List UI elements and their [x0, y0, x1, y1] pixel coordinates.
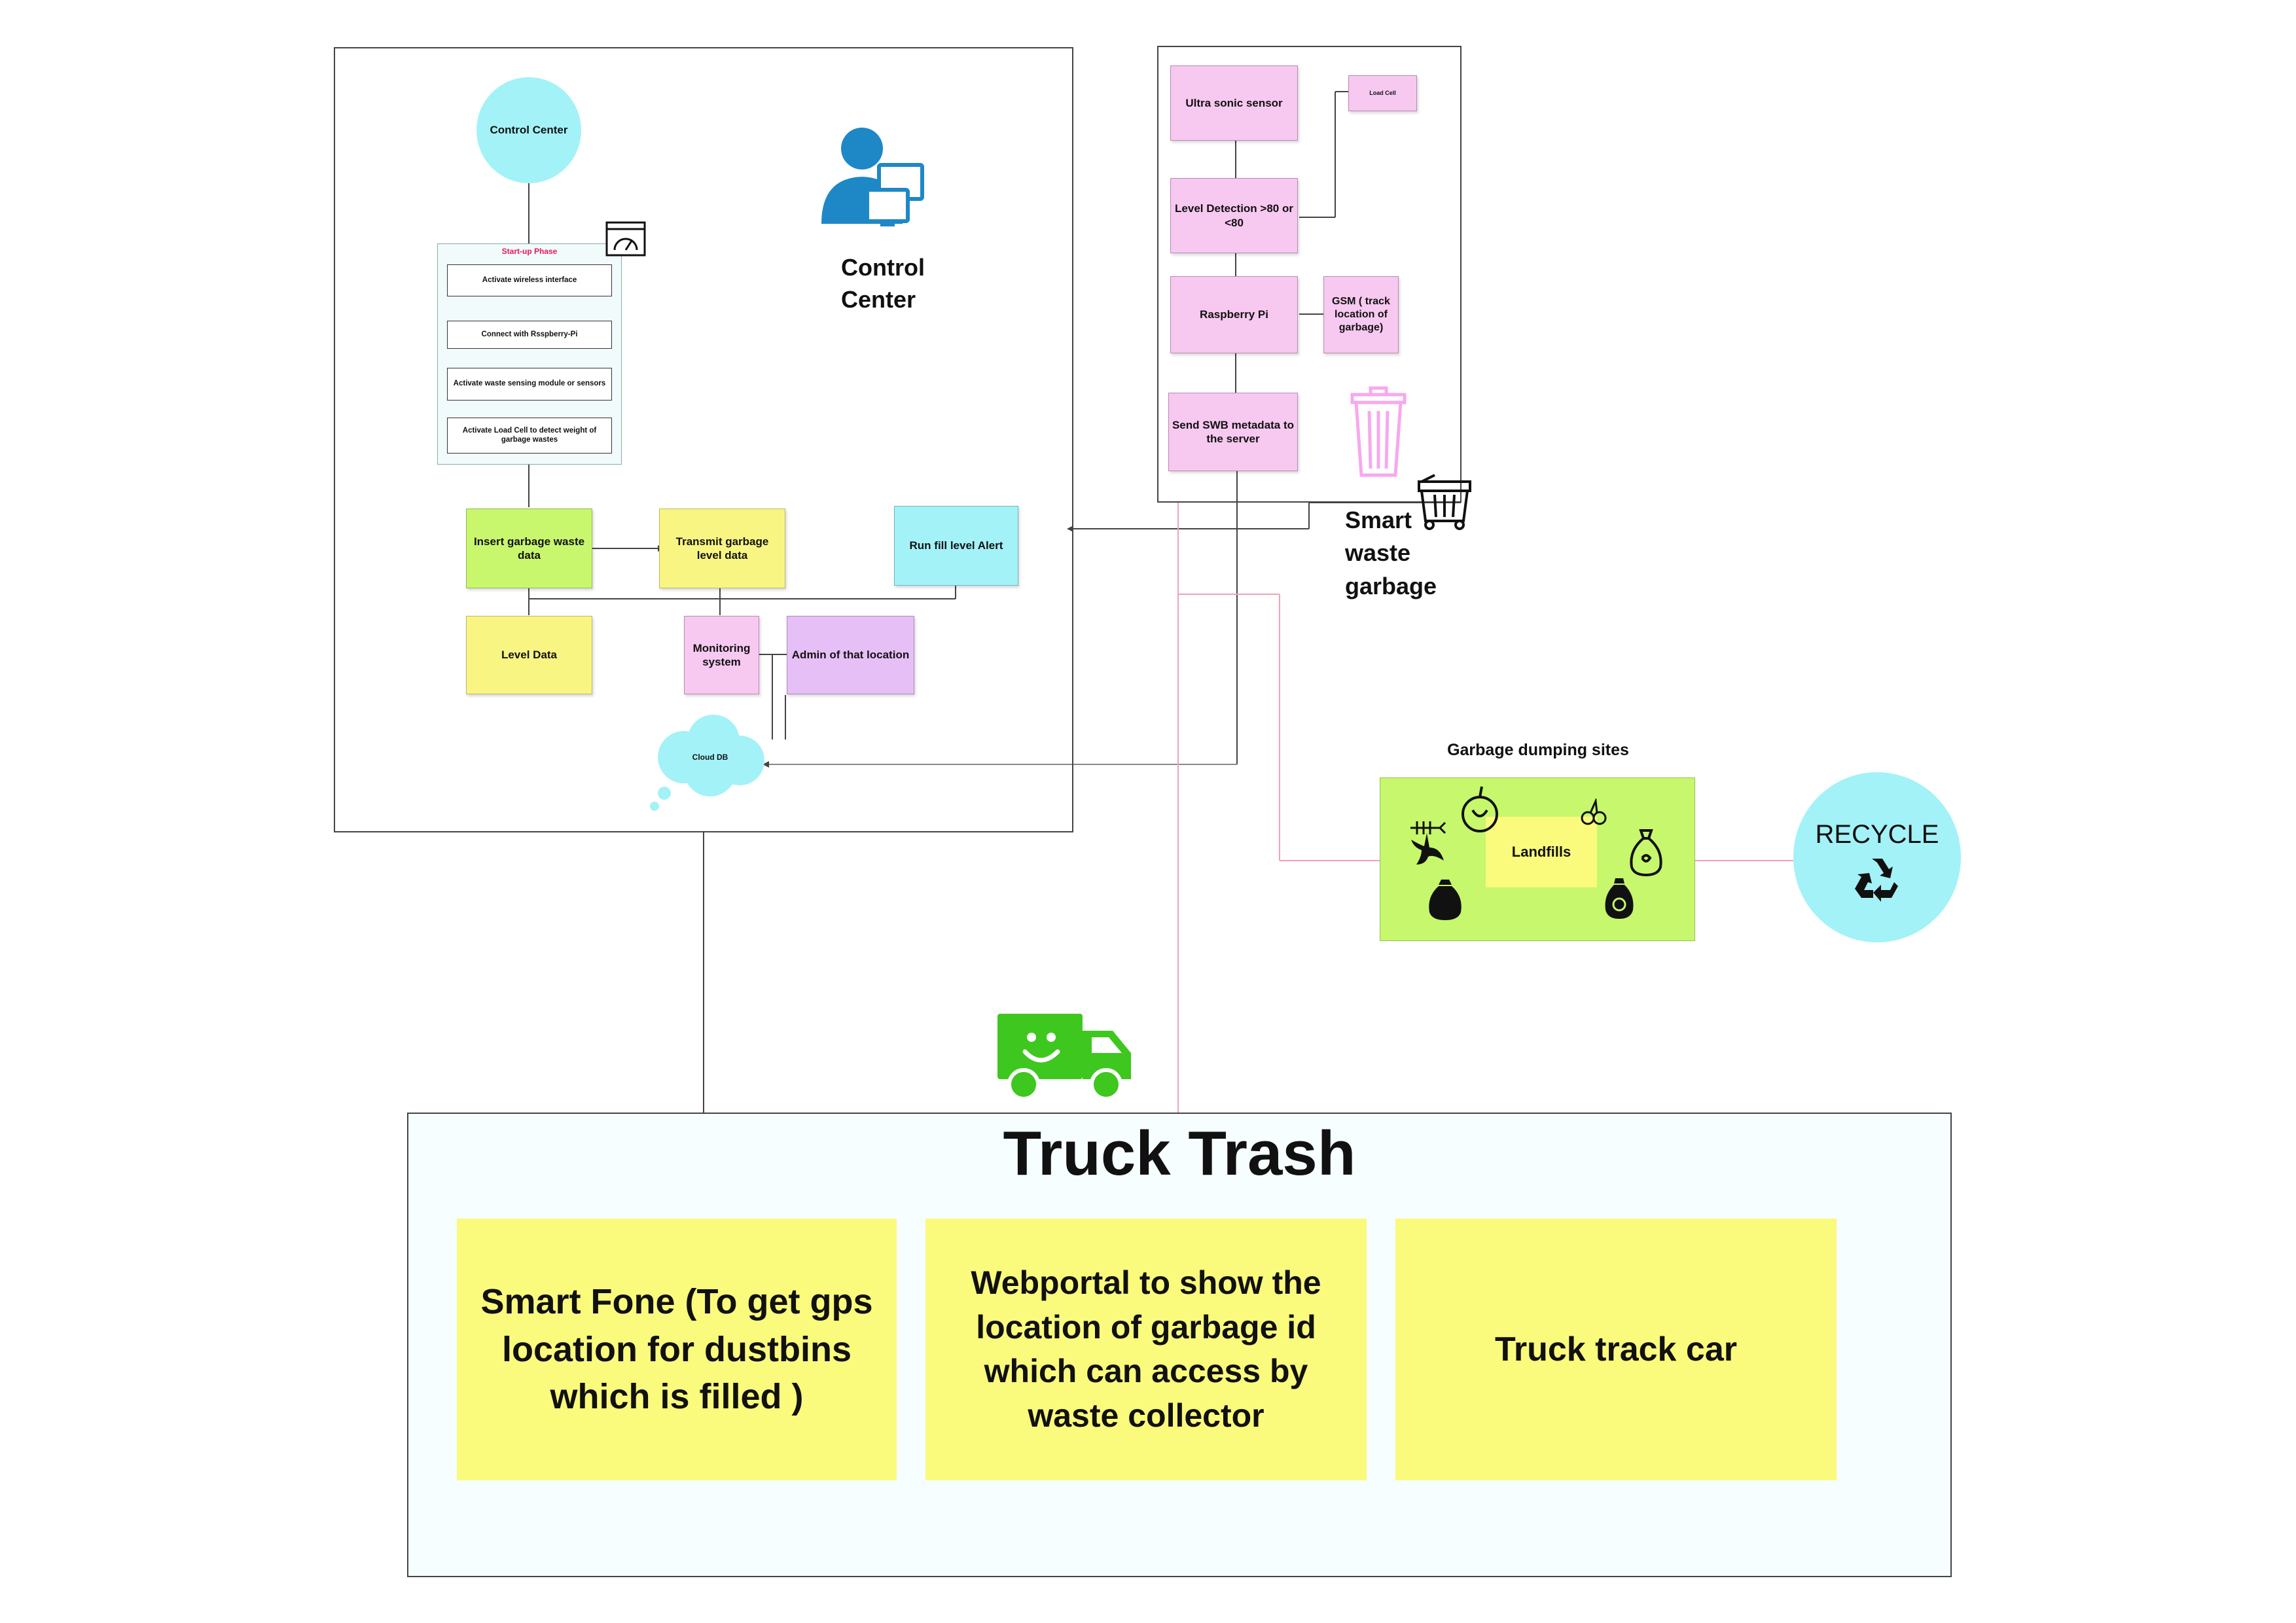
recycle-bag-icon	[1605, 878, 1634, 919]
dumpster-icon	[1418, 474, 1471, 530]
apple-core-icon	[1462, 786, 1498, 832]
smart-bin-label-line3: garbage	[1345, 572, 1437, 599]
trash-can-icon	[1350, 386, 1407, 477]
smart-bin-label-line2: waste	[1345, 539, 1411, 567]
step-activate-load-cell[interactable]: Activate Load Cell to detect weight of g…	[447, 418, 612, 454]
webportal-box[interactable]: Webportal to show the location of garbag…	[925, 1219, 1367, 1480]
garbage-bag-icon	[1630, 829, 1662, 877]
admin-of-location[interactable]: Admin of that location	[787, 616, 914, 694]
control-center-title-line2: Center	[841, 285, 916, 313]
user-computer-icon	[821, 128, 924, 226]
level-detection[interactable]: Level Detection >80 or <80	[1170, 178, 1298, 253]
control-center-node[interactable]: Control Center	[476, 77, 581, 183]
cloud-db-icon	[650, 715, 764, 811]
load-cell[interactable]: Load Cell	[1348, 75, 1417, 111]
monitoring-system[interactable]: Monitoring system	[684, 616, 759, 694]
raspberry-pi[interactable]: Raspberry Pi	[1170, 276, 1298, 353]
dumping-sites-title: Garbage dumping sites	[1447, 741, 1629, 759]
truck-trash-title: Truck Trash	[1003, 1118, 1356, 1188]
control-center-node-label: Control Center	[490, 124, 568, 136]
transmit-garbage-level[interactable]: Transmit garbage level data	[659, 508, 785, 588]
banana-peel-icon	[1411, 833, 1444, 865]
smart-fone-box[interactable]: Smart Fone (To get gps location for dust…	[457, 1219, 897, 1480]
control-center-title-line1: Control	[841, 254, 925, 281]
ultrasonic-sensor[interactable]: Ultra sonic sensor	[1170, 65, 1298, 141]
level-data[interactable]: Level Data	[466, 616, 592, 694]
smart-bin-panel	[1157, 46, 1462, 503]
control-center-panel	[334, 47, 1073, 832]
trash-bag-icon	[1429, 880, 1462, 920]
recycle-label: RECYCLE	[1815, 819, 1939, 849]
cloud-db-label[interactable]: Cloud DB	[692, 753, 728, 762]
step-activate-sensors[interactable]: Activate waste sensing module or sensors	[447, 368, 612, 401]
insert-garbage-data[interactable]: Insert garbage waste data	[466, 508, 592, 588]
bottle-icon	[1581, 798, 1607, 825]
smart-bin-label-line1: Smart	[1345, 507, 1412, 533]
gsm-tracker[interactable]: GSM ( track location of garbage)	[1323, 276, 1399, 353]
truck-icon	[997, 1014, 1131, 1101]
send-swb-metadata[interactable]: Send SWB metadata to the server	[1168, 393, 1298, 471]
step-connect-raspberry[interactable]: Connect with Rsspberry-Pi	[447, 321, 612, 349]
control-center-title: Control Center	[841, 252, 925, 315]
fish-bone-icon	[1410, 821, 1446, 834]
smart-waste-garbage-label: Smart waste garbage	[1345, 504, 1437, 603]
truck-track-car-box[interactable]: Truck track car	[1395, 1219, 1837, 1480]
landfills[interactable]: Landfills	[1486, 817, 1597, 887]
recycle-node[interactable]: RECYCLE	[1793, 772, 1961, 942]
recycle-icon	[1855, 858, 1898, 902]
dashboard-gauge-icon	[605, 221, 646, 257]
run-fill-level-alert[interactable]: Run fill level Alert	[894, 506, 1018, 586]
startup-phase-title: Start-up Phase	[501, 247, 558, 256]
step-activate-wireless[interactable]: Activate wireless interface	[447, 264, 612, 296]
